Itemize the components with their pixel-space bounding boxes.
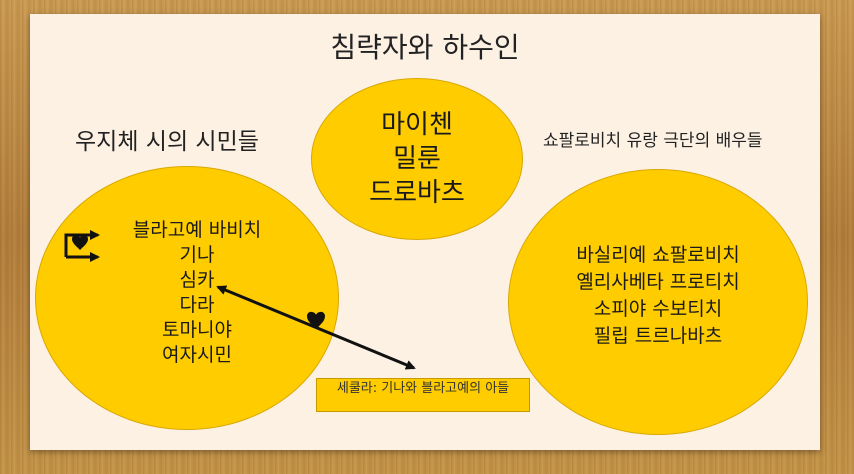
- circle-item: 다라: [179, 294, 215, 316]
- group-label-actors: 쇼팔로비치 유랑 극단의 배우들: [543, 131, 763, 151]
- circle-item: 토마니야: [162, 319, 232, 341]
- citizen-list: 블라고예 바비치 기나 심카 다라 토마니야 여자시민: [133, 218, 261, 368]
- circle-invaders: 마이첸 밀룬 드로바츠: [311, 78, 523, 240]
- circle-item: 드로바츠: [369, 178, 465, 208]
- circle-actors: 바실리예 쇼팔로비치 옐리사베타 프로티치 소피야 수보티치 필립 트르나바츠: [508, 169, 808, 435]
- circle-item: 바실리예 쇼팔로비치: [576, 244, 740, 266]
- slide: 침략자와 하수인 우지체 시의 시민들 쇼팔로비치 유랑 극단의 배우들 마이첸…: [30, 14, 820, 450]
- actor-list: 바실리예 쇼팔로비치 옐리사베타 프로티치 소피야 수보티치 필립 트르나바츠: [576, 242, 739, 350]
- heart-icon: [307, 311, 325, 329]
- circle-item: 옐리사베타 프로티치: [576, 271, 740, 293]
- circle-item: 밀룬: [393, 144, 441, 174]
- circle-item: 필립 트르나바츠: [593, 325, 723, 347]
- slide-title: 침략자와 하수인: [330, 31, 520, 64]
- group-label-citizens: 우지체 시의 시민들: [75, 129, 259, 155]
- note-sekula: 세쿨라: 기나와 블라고예의 아들: [316, 378, 530, 412]
- connector-overlay: [64, 230, 416, 370]
- circle-item: 소피야 수보티치: [593, 298, 723, 320]
- circle-item: 심카: [179, 269, 215, 291]
- heart-icon: [72, 234, 88, 250]
- circle-item: 기나: [179, 244, 215, 266]
- circle-item: 마이첸: [381, 110, 453, 140]
- circle-item: 여자시민: [162, 344, 232, 366]
- circle-item: 블라고예 바비치: [132, 219, 262, 241]
- loop-arrow-icon: [64, 230, 100, 262]
